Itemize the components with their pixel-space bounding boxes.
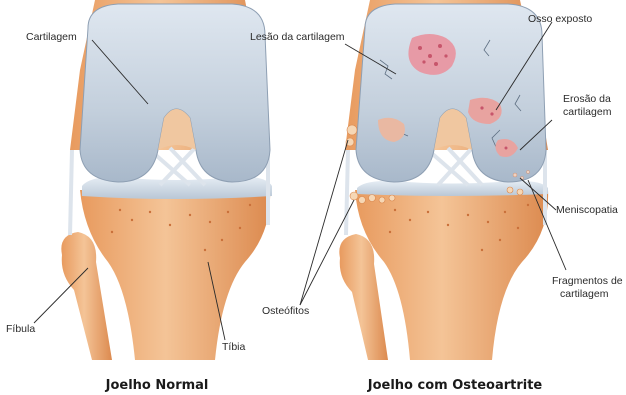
caption-osteoartrite: Joelho com Osteoartrite: [367, 378, 543, 393]
label-lesao-cartilagem: Lesão da cartilagem: [250, 31, 345, 43]
label-fibula: Fíbula: [6, 323, 35, 335]
label-fragmentos-1: Fragmentos de: [552, 275, 623, 287]
label-tibia: Tíbia: [222, 341, 246, 353]
label-cartilagem: Cartilagem: [26, 31, 77, 43]
label-meniscopatia: Meniscopatia: [556, 204, 618, 216]
caption-normal: Joelho Normal: [105, 378, 209, 393]
oa-knee: [339, 0, 548, 360]
label-erosao-1: Erosão da: [563, 93, 611, 105]
label-osso-exposto: Osso exposto: [528, 13, 592, 25]
oa-femoral-cartilage: [356, 4, 546, 182]
label-osteofitos: Osteófitos: [262, 305, 309, 317]
normal-knee: [61, 0, 272, 360]
tibia-bone: [80, 190, 270, 360]
label-fragmentos-2: cartilagem: [560, 288, 609, 300]
label-erosao-2: cartilagem: [563, 106, 612, 118]
